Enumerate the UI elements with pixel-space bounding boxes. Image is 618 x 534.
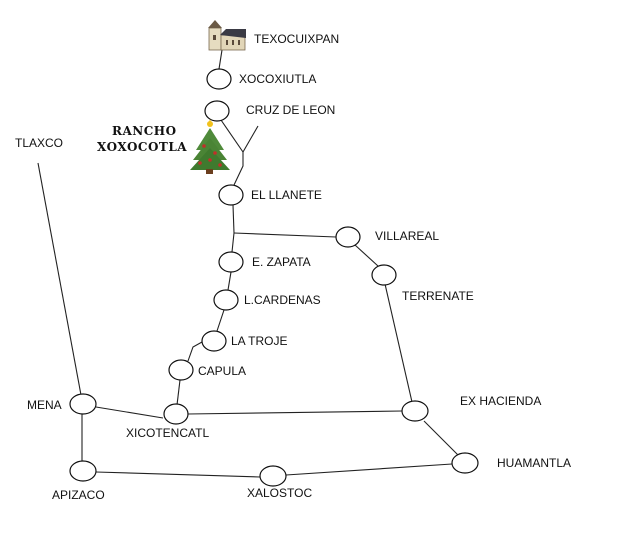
edge [233,152,244,186]
edge [285,463,453,476]
edge [218,49,223,70]
label-e-zapata: E. ZAPATA [252,255,311,269]
node-xicotencatl[interactable] [163,403,189,425]
edge [233,232,337,238]
node-cruz-de-leon[interactable] [204,100,230,122]
labels: TEXOCUIXPAN XOCOXIUTLA CRUZ DE LEON RANC… [15,32,571,502]
edge [220,119,259,154]
edge [95,406,164,419]
label-capula: CAPULA [198,364,246,378]
label-el-llanete: EL LLANETE [251,188,322,202]
edge [95,471,261,478]
label-xicotencatl: XICOTENCATL [126,426,209,440]
church-icon [208,20,246,51]
label-cruz-de-leon: CRUZ DE LEON [246,103,335,117]
node-ex-hacienda[interactable] [401,400,429,422]
node-l-cardenas[interactable] [213,289,239,311]
node-capula[interactable] [168,359,194,381]
edge [227,271,232,291]
node-la-troje[interactable] [201,330,227,352]
label-xocoxiutla: XOCOXIUTLA [239,72,316,86]
label-la-troje: LA TROJE [231,334,287,348]
label-rancho: RANCHO [112,124,177,138]
node-el-llanete[interactable] [218,184,244,206]
node-xocoxiutla[interactable] [206,68,232,90]
label-l-cardenas: L.CARDENAS [244,293,321,307]
nodes [69,68,479,487]
edge [384,283,413,403]
label-villareal: VILLAREAL [375,229,439,243]
label-apizaco: APIZACO [52,488,105,502]
node-mena[interactable] [69,393,97,415]
node-apizaco[interactable] [69,460,97,482]
edge [37,162,82,396]
christmas-tree-icon [190,119,230,174]
label-xoxocotla: XOXOCOTLA [97,140,187,154]
edge [176,379,181,406]
node-huamantla[interactable] [451,452,479,474]
label-tlaxco: TLAXCO [15,136,63,150]
route-lines [37,49,459,478]
label-texocuixpan: TEXOCUIXPAN [254,32,339,46]
label-xalostoc: XALOSTOC [247,486,312,500]
node-terrenate[interactable] [371,264,397,286]
label-ex-hacienda: EX HACIENDA [460,394,541,408]
edge [216,309,225,332]
label-huamantla: HUAMANTLA [497,456,571,470]
edge [187,341,203,362]
edge [187,410,403,415]
edge [231,232,235,253]
node-villareal[interactable] [335,226,361,248]
edge [423,420,459,456]
node-e-zapata[interactable] [218,251,244,273]
label-terrenate: TERRENATE [402,289,474,303]
node-xalostoc[interactable] [259,465,287,487]
edge [232,204,235,234]
label-mena: MENA [27,398,62,412]
edge [354,244,379,267]
